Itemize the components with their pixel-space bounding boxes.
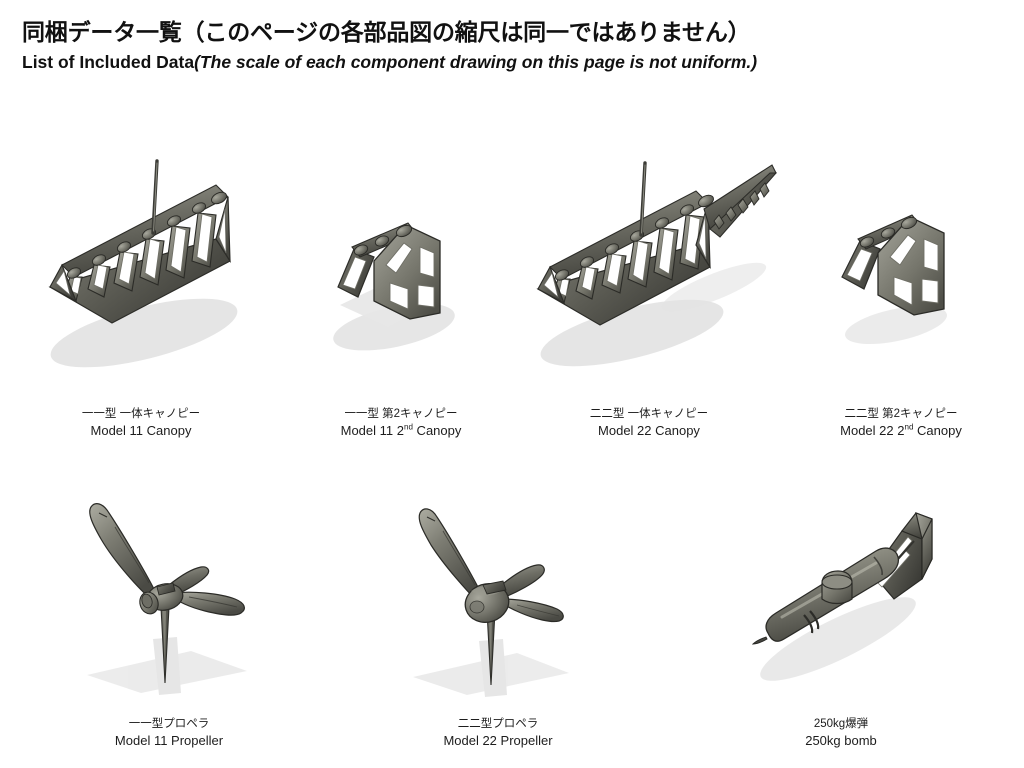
- caption-en-pre: Model 11 Propeller: [114, 733, 224, 749]
- page-header: 同梱データ一覧（このページの各部品図の縮尺は同一ではありません） List of…: [22, 18, 1012, 74]
- part-figure-model-11-2nd-canopy: [282, 137, 520, 407]
- part-caption-model-22-propeller: 二二型プロペラ Model 22 Propeller: [443, 717, 552, 750]
- part-cell-model-22-canopy[interactable]: 二二型 一体キャノピー Model 22 Canopy: [520, 120, 778, 440]
- page-title-english: List of Included Data: [22, 51, 195, 72]
- part-caption-model-11-canopy: 一一型 一体キャノピー Model 11 Canopy: [82, 407, 200, 440]
- three-blade-propeller-model11-icon: [87, 502, 247, 695]
- canopy-frame-full-model11-icon: [48, 159, 238, 368]
- part-figure-model-22-2nd-canopy: [778, 137, 1024, 407]
- caption-jp: 二二型 第2キャノピー: [844, 407, 958, 420]
- part-caption-250kg-bomb: 250kg爆弾 250kg bomb: [805, 717, 877, 750]
- caption-en-pre: 250kg bomb: [805, 733, 877, 749]
- page-title-japanese: 同梱データ一覧（このページの各部品図の縮尺は同一ではありません）: [22, 19, 751, 45]
- parts-row-propellers-and-bomb: 一一型プロペラ Model 11 Propeller: [0, 450, 1024, 750]
- page-title-english-note: (The scale of each component drawing on …: [194, 51, 758, 72]
- caption-en: Model 11 Canopy: [82, 422, 200, 440]
- caption-en: 250kg bomb: [805, 732, 877, 750]
- caption-en-ordinal: nd: [904, 423, 914, 433]
- part-caption-model-22-2nd-canopy: 二二型 第2キャノピー Model 22 2nd Canopy: [840, 407, 962, 440]
- part-figure-model-22-propeller: [338, 487, 658, 717]
- aerial-bomb-250kg-icon: [751, 511, 933, 681]
- caption-en: Model 11 Propeller: [115, 732, 223, 750]
- canopy-frame-section-model11-icon: [333, 222, 455, 351]
- three-blade-propeller-model22-icon: [413, 508, 569, 697]
- caption-en: Model 22 Canopy: [590, 422, 708, 440]
- part-caption-model-22-canopy: 二二型 一体キャノピー Model 22 Canopy: [590, 407, 708, 440]
- part-figure-model-11-canopy: [0, 137, 282, 407]
- caption-en: Model 11 2nd Canopy: [341, 422, 462, 440]
- part-cell-model-11-propeller[interactable]: 一一型プロペラ Model 11 Propeller: [0, 450, 338, 750]
- caption-en-post: Canopy: [412, 423, 462, 439]
- caption-jp: 一一型 一体キャノピー: [81, 407, 201, 420]
- caption-en: Model 22 2nd Canopy: [840, 422, 962, 440]
- caption-en-post: Canopy: [913, 423, 962, 439]
- caption-jp: 250kg爆弾: [813, 717, 869, 730]
- part-cell-250kg-bomb[interactable]: 250kg爆弾 250kg bomb: [658, 450, 1024, 750]
- canopy-frame-full-model22-icon: [536, 161, 778, 367]
- part-figure-model-22-canopy: [520, 137, 778, 407]
- caption-jp: 一一型 第2キャノピー: [344, 407, 458, 420]
- part-cell-model-11-2nd-canopy[interactable]: 一一型 第2キャノピー Model 11 2nd Canopy: [282, 120, 520, 440]
- caption-en-pre: Model 22 Propeller: [443, 733, 553, 749]
- caption-jp: 二二型 一体キャノピー: [589, 407, 709, 420]
- caption-jp: 一一型プロペラ: [128, 717, 210, 730]
- part-figure-250kg-bomb: [658, 487, 1024, 717]
- caption-en-pre: Model 11 2: [340, 423, 404, 439]
- caption-en: Model 22 Propeller: [443, 732, 552, 750]
- part-caption-model-11-propeller: 一一型プロペラ Model 11 Propeller: [115, 717, 223, 750]
- part-cell-model-22-propeller[interactable]: 二二型プロペラ Model 22 Propeller: [338, 450, 658, 750]
- caption-en-pre: Model 22 Canopy: [598, 423, 700, 439]
- caption-en-ordinal: nd: [403, 423, 413, 433]
- caption-jp: 二二型プロペラ: [457, 717, 539, 730]
- part-caption-model-11-2nd-canopy: 一一型 第2キャノピー Model 11 2nd Canopy: [341, 407, 462, 440]
- parts-row-canopies: 一一型 一体キャノピー Model 11 Canopy: [0, 120, 1024, 440]
- part-figure-model-11-propeller: [0, 487, 338, 717]
- caption-en-pre: Model 22 2: [840, 423, 905, 439]
- canopy-frame-section-model22-icon: [841, 214, 947, 344]
- page-title-english-row: List of Included Data(The scale of each …: [22, 52, 1012, 74]
- part-cell-model-11-canopy[interactable]: 一一型 一体キャノピー Model 11 Canopy: [0, 120, 282, 440]
- part-cell-model-22-2nd-canopy[interactable]: 二二型 第2キャノピー Model 22 2nd Canopy: [778, 120, 1024, 440]
- caption-en-pre: Model 11 Canopy: [90, 423, 192, 439]
